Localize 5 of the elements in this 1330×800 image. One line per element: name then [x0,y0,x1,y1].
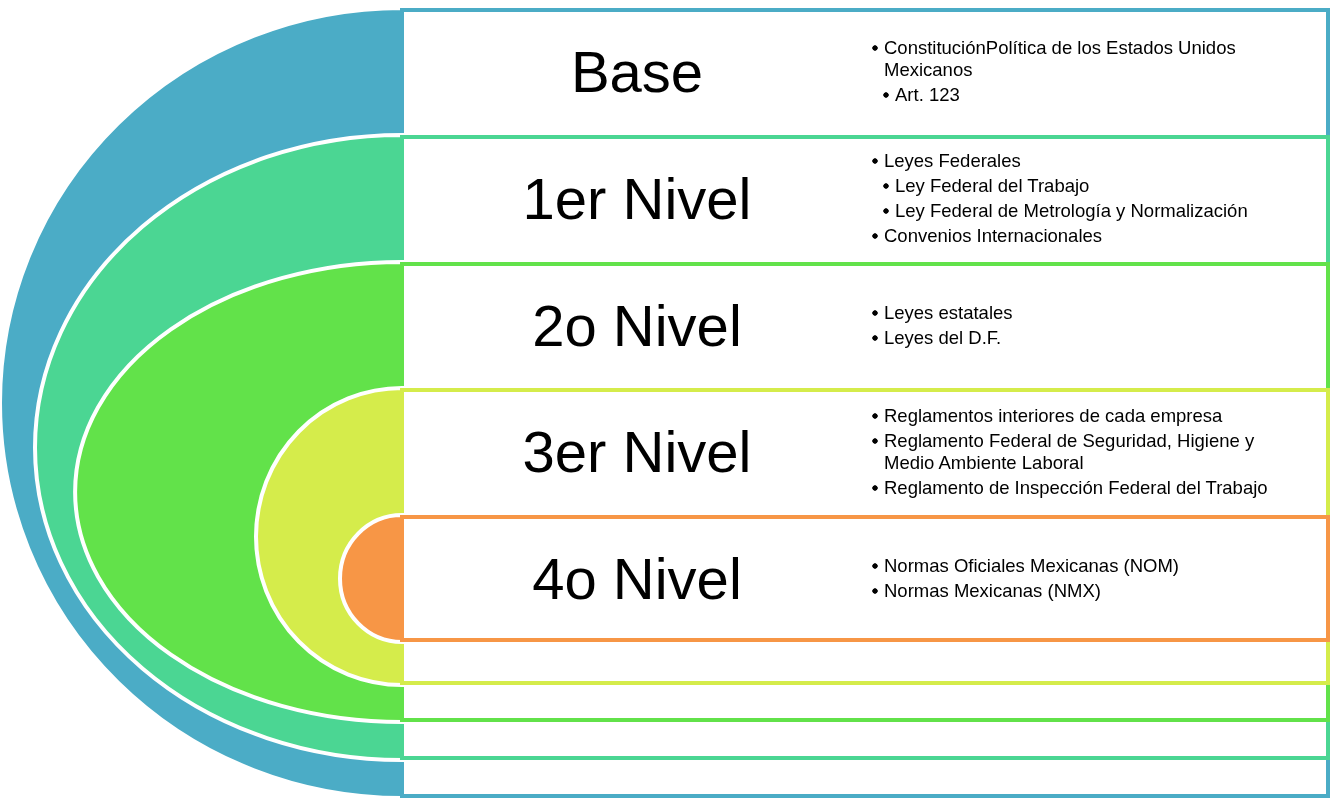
level-heading: 4o Nivel [532,545,742,612]
level-heading: 2o Nivel [532,292,742,359]
level-heading: 1er Nivel [522,165,752,232]
level-heading: Base [570,38,704,105]
level-heading: 3er Nivel [522,418,752,485]
